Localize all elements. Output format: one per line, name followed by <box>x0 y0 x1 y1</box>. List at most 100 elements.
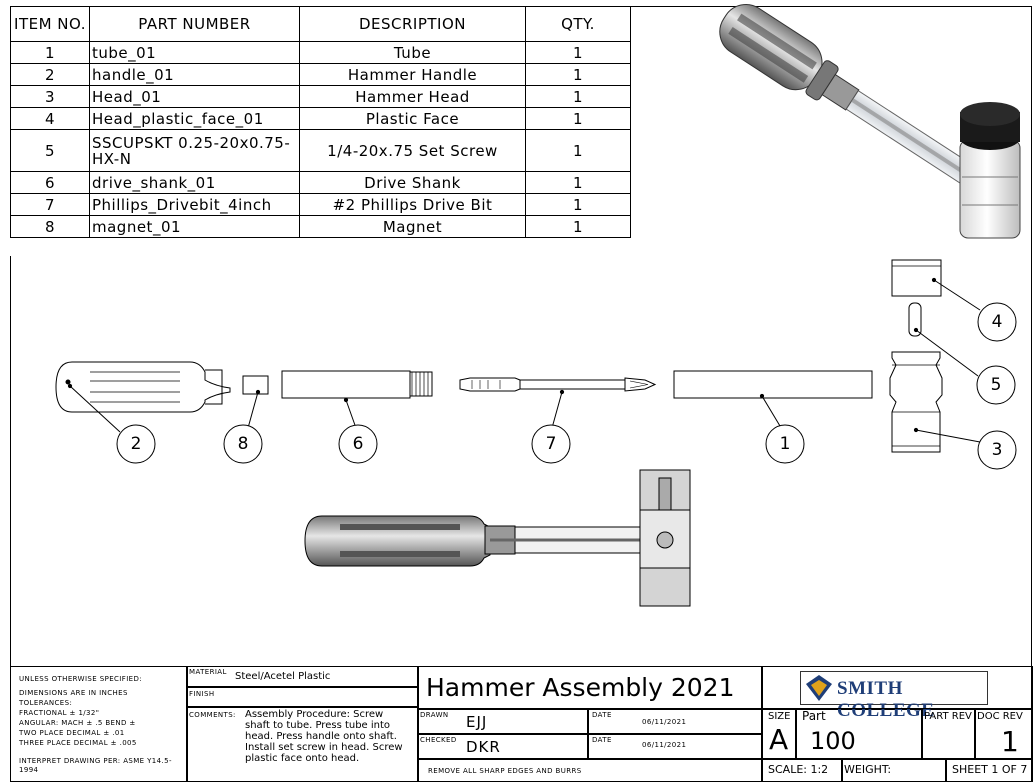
bom-header-part: PART NUMBER <box>89 6 300 42</box>
material-value: Steel/Acetel Plastic <box>235 671 331 682</box>
date-label-2: DATE <box>592 736 612 744</box>
sheet-border-top <box>631 6 1031 7</box>
drawing-title: Hammer Assembly 2021 <box>426 673 735 702</box>
bom-qty: 1 <box>525 193 631 216</box>
logo-box: SMITH COLLEGE <box>761 666 1033 721</box>
date-label-1: DATE <box>592 711 612 719</box>
assembled-view <box>304 469 691 607</box>
bom-item: 5 <box>10 129 90 172</box>
doc-rev-box: DOC REV 1 <box>974 708 1033 760</box>
iso-head <box>959 102 1021 239</box>
exploded-view <box>55 259 943 453</box>
tube-part <box>673 370 873 399</box>
balloon-label-3: 3 <box>991 440 1003 460</box>
bom-header-item: ITEM NO. <box>10 6 90 42</box>
balloon-label-2: 2 <box>130 434 142 454</box>
balloon-label-6: 6 <box>352 434 364 454</box>
checked-label: CHECKED <box>420 736 457 744</box>
size-label: SIZE <box>768 711 791 722</box>
drive-bit-part <box>459 377 657 392</box>
magnet-part <box>242 375 269 395</box>
size-box: SIZE A <box>761 708 797 760</box>
sheet-text: SHEET 1 OF 7 <box>952 763 1028 776</box>
part-rev-box: PART REV <box>921 708 976 760</box>
weight-label: WEIGHT: <box>844 763 892 776</box>
sheet-border-right <box>1031 6 1032 782</box>
balloon-6 <box>338 424 378 464</box>
balloon-label-5: 5 <box>990 375 1002 395</box>
weight-box: WEIGHT: <box>841 758 947 782</box>
bom-part: drive_shank_01 <box>89 171 300 194</box>
head-part <box>889 351 943 453</box>
drawn-value: EJJ <box>466 713 488 731</box>
title-box: Hammer Assembly 2021 <box>417 666 763 710</box>
dims-text: DIMENSIONS ARE IN INCHES <box>19 689 128 697</box>
bom-part: Phillips_Drivebit_4inch <box>89 193 300 216</box>
size-value: A <box>769 723 789 756</box>
smith-college-crest-icon <box>806 675 832 701</box>
bom-desc: Magnet <box>299 215 526 238</box>
bom-desc: #2 Phillips Drive Bit <box>299 193 526 216</box>
drawn-row: DRAWN EJJ <box>417 708 589 735</box>
balloon-label-1: 1 <box>779 434 791 454</box>
doc-rev-label: DOC REV <box>977 711 1023 722</box>
tolerance-box: UNLESS OTHERWISE SPECIFIED: DIMENSIONS A… <box>10 666 188 782</box>
drawn-label: DRAWN <box>420 711 449 719</box>
bom-desc: Tube <box>299 41 526 64</box>
sheet-border-left <box>10 256 11 780</box>
three-place-text: THREE PLACE DECIMAL ± .005 <box>19 739 137 747</box>
part-value: 100 <box>810 727 856 755</box>
remove-burrs-text: REMOVE ALL SHARP EDGES AND BURRS <box>428 767 582 775</box>
comments-label: COMMENTS: <box>189 711 236 719</box>
date-row-1: DATE 06/11/2021 <box>587 708 763 735</box>
date-row-2: DATE 06/11/2021 <box>587 733 763 760</box>
balloon-4 <box>977 302 1017 342</box>
plastic-face-part <box>891 259 942 297</box>
finish-label: FINISH <box>189 690 215 698</box>
bom-header-qty: QTY. <box>525 6 631 42</box>
unless-text: UNLESS OTHERWISE SPECIFIED: <box>19 675 143 683</box>
comments-box: COMMENTS: Assembly Procedure: Screw shaf… <box>186 706 419 782</box>
bom-qty: 1 <box>525 215 631 238</box>
bom-desc: Hammer Head <box>299 85 526 108</box>
bom-desc: Drive Shank <box>299 171 526 194</box>
finish-row: FINISH <box>186 686 419 708</box>
part-rev-label: PART REV <box>924 711 972 722</box>
interpret-text: INTERPRET DRAWING PER: ASME Y14.5-1994 <box>19 757 172 774</box>
comments-value: Assembly Procedure: Screw shaft to tube.… <box>245 709 403 764</box>
balloon-label-4: 4 <box>991 312 1003 332</box>
frac-text: FRACTIONAL ± 1/32" <box>19 709 100 717</box>
sheet-box: SHEET 1 OF 7 <box>945 758 1033 782</box>
bom-desc: 1/4-20x.75 Set Screw <box>299 129 526 172</box>
balloon-2 <box>116 424 156 464</box>
balloon-8 <box>223 424 263 464</box>
scale-text: SCALE: 1:2 <box>768 763 829 776</box>
doc-rev-value: 1 <box>1001 725 1019 758</box>
isometric-view <box>719 4 1021 239</box>
tol-text: TOLERANCES: <box>19 699 73 707</box>
checked-value: DKR <box>466 738 501 756</box>
bom-part: SSCUPSKT 0.25-20x0.75-HX-N <box>89 129 300 172</box>
part-label: Part <box>802 709 826 723</box>
date-value-2: 06/11/2021 <box>642 741 687 749</box>
balloon-circles <box>116 302 1017 470</box>
logo-text: SMITH COLLEGE <box>837 678 935 721</box>
balloon-1 <box>765 424 805 464</box>
balloon-label-7: 7 <box>545 434 557 454</box>
handle-part <box>55 361 231 413</box>
two-place-text: TWO PLACE DECIMAL ± .01 <box>19 729 125 737</box>
set-screw-part <box>908 302 922 337</box>
ang-text: ANGULAR: MACH ± .5 BEND ± <box>19 719 136 727</box>
bom-item: 8 <box>10 215 90 238</box>
checked-row: CHECKED DKR <box>417 733 589 760</box>
